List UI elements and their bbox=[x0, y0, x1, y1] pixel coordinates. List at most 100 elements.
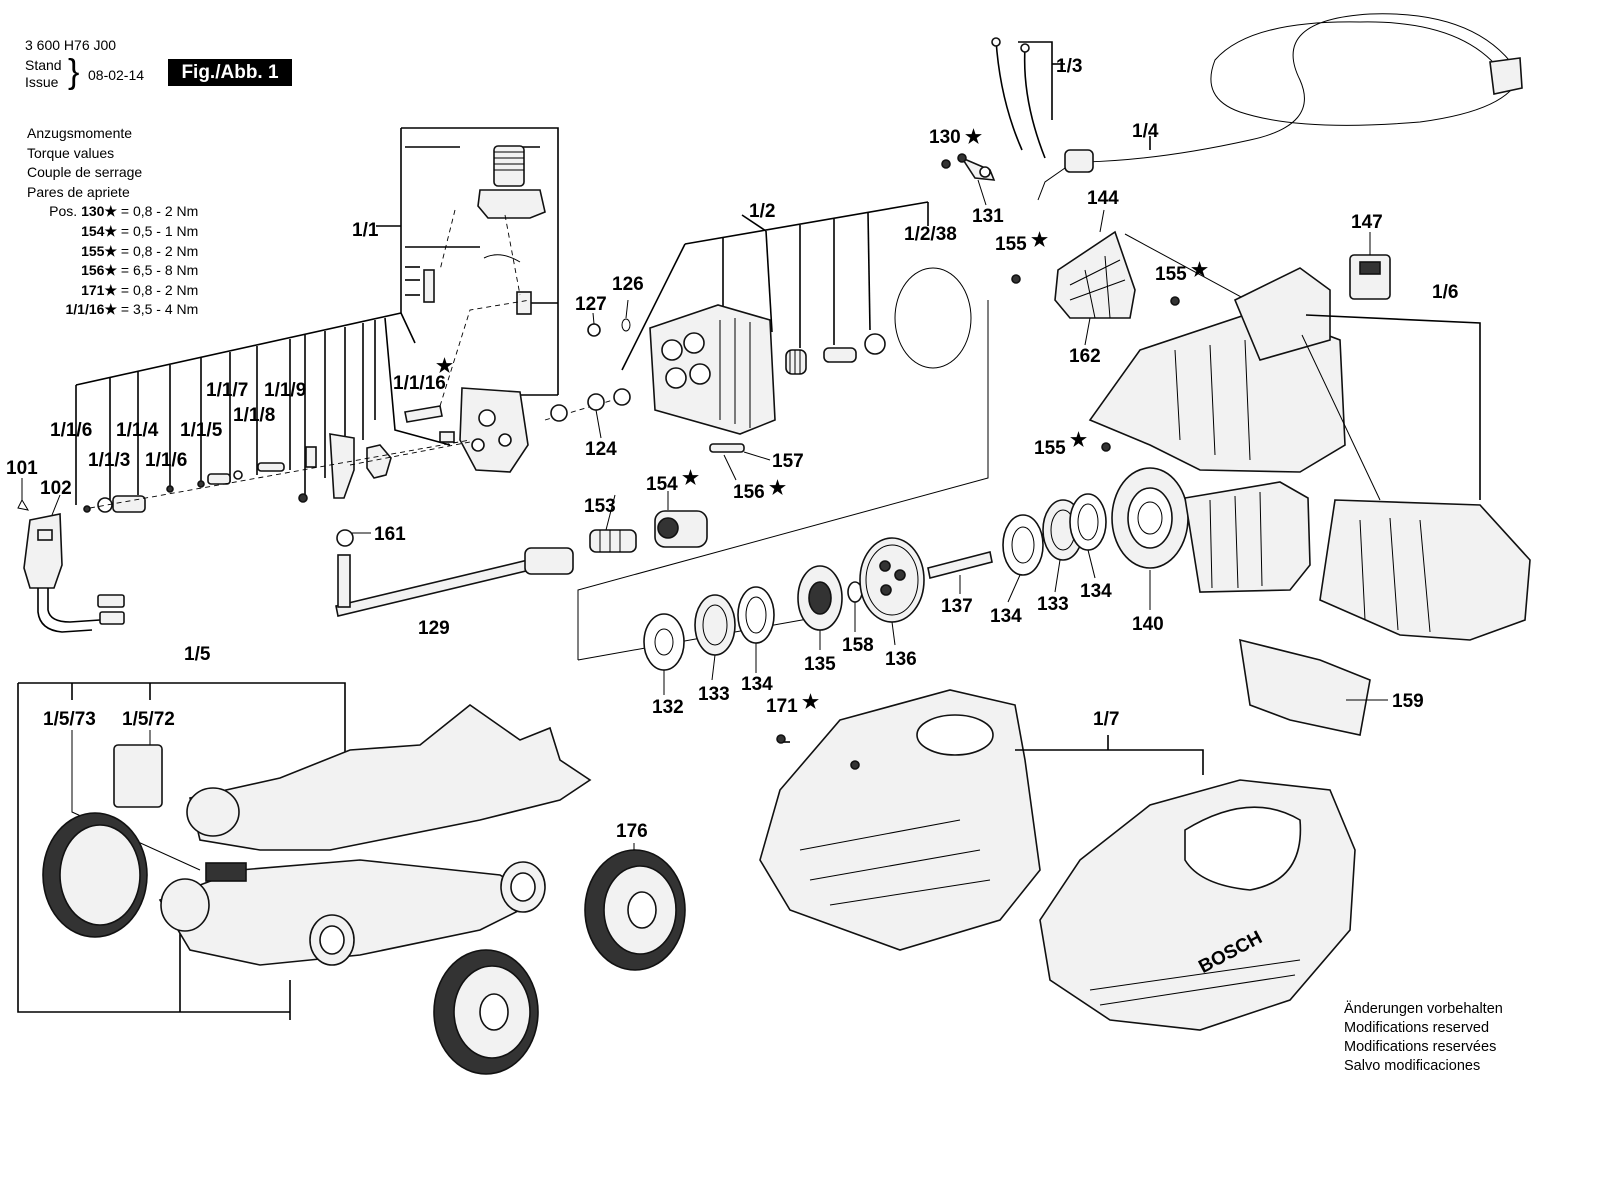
doc-number: 3 600 H76 J00 bbox=[25, 37, 117, 53]
star-icon: ★ bbox=[104, 222, 117, 239]
callout-1-1-6: 1/1/6 bbox=[50, 420, 92, 441]
torque-pos: 154 bbox=[81, 222, 105, 239]
torque-value: = 3,5 - 4 Nm bbox=[120, 301, 199, 318]
star-icon: ★ bbox=[802, 692, 819, 713]
callout-124: 124 bbox=[585, 439, 617, 460]
housing-1-6 bbox=[1088, 267, 1531, 736]
callout-130: 130 bbox=[929, 127, 961, 148]
torque-value: = 6,5 - 8 Nm bbox=[120, 262, 199, 279]
switch-assembly bbox=[17, 498, 125, 633]
callout-1-1-8: 1/1/8 bbox=[233, 405, 275, 426]
callout-134: 134 bbox=[1080, 581, 1112, 602]
star-icon: ★ bbox=[104, 301, 117, 318]
inlet-parts bbox=[83, 439, 471, 513]
group-1-5-bracket bbox=[17, 682, 346, 1013]
callout-1-6: 1/6 bbox=[1432, 282, 1458, 303]
star-icon: ★ bbox=[104, 281, 117, 298]
torque-pos-prefix: Pos. bbox=[49, 203, 78, 220]
notice-line: Modifications reserved bbox=[1344, 1020, 1490, 1036]
torque-pos: 155 bbox=[81, 242, 105, 259]
wheels bbox=[42, 812, 686, 1075]
torque-table: Anzugsmomente Torque values Couple de se… bbox=[27, 124, 198, 320]
star-icon: ★ bbox=[965, 127, 982, 148]
star-icon: ★ bbox=[769, 478, 786, 499]
callout-135: 135 bbox=[804, 654, 836, 675]
callout-155: 155 bbox=[995, 234, 1027, 255]
cables-1-3 bbox=[991, 37, 1065, 159]
callout-136: 136 bbox=[885, 649, 917, 670]
torque-pos: 1/1/16 bbox=[65, 301, 105, 318]
callout-1-7: 1/7 bbox=[1093, 709, 1119, 730]
pump-head-parts bbox=[305, 145, 621, 499]
callout-1-1-16: 1/1/16 bbox=[393, 373, 446, 394]
gear-train-parts bbox=[643, 493, 1107, 671]
torque-row: Pos. 130★ = 0,8 - 2 Nm bbox=[27, 202, 198, 222]
callout-1-5: 1/5 bbox=[184, 644, 211, 665]
issue-date: 08-02-14 bbox=[88, 67, 145, 83]
star-icon: ★ bbox=[1191, 260, 1208, 281]
notice-line: Salvo modificaciones bbox=[1344, 1058, 1481, 1074]
torque-row: 1/1/16★ = 3,5 - 4 Nm bbox=[27, 300, 199, 320]
power-cord-1-4 bbox=[1037, 13, 1523, 201]
notice-line: Änderungen vorbehalten bbox=[1344, 1001, 1503, 1017]
callout-1-1-7: 1/1/7 bbox=[206, 380, 248, 401]
callout-1-1-9: 1/1/9 bbox=[264, 380, 306, 401]
callout-137: 137 bbox=[941, 596, 973, 617]
torque-title-de: Anzugsmomente bbox=[27, 125, 133, 141]
torque-title-en: Torque values bbox=[27, 144, 115, 161]
callout-133: 133 bbox=[1037, 594, 1069, 615]
callout-144: 144 bbox=[1087, 188, 1119, 209]
callout-162: 162 bbox=[1069, 346, 1101, 367]
callout-176: 176 bbox=[616, 821, 648, 842]
callout-155: 155 bbox=[1034, 438, 1066, 459]
callout-154: 154 bbox=[646, 474, 678, 495]
stand-label: Stand bbox=[25, 57, 62, 73]
torque-row: 155★ = 0,8 - 2 Nm bbox=[27, 242, 198, 262]
callout-1-2-38: 1/2/38 bbox=[904, 224, 957, 245]
callout-134: 134 bbox=[990, 606, 1022, 627]
callout-101: 101 bbox=[6, 458, 38, 479]
motor-140 bbox=[1111, 467, 1311, 593]
callout-159: 159 bbox=[1392, 691, 1424, 712]
callout-134: 134 bbox=[741, 674, 773, 695]
modifications-notice: Änderungen vorbehalten Modifications res… bbox=[1344, 1000, 1503, 1076]
callout-131: 131 bbox=[972, 206, 1004, 227]
switch-147 bbox=[1349, 254, 1391, 300]
screws bbox=[298, 274, 1180, 744]
star-icon: ★ bbox=[1070, 430, 1087, 451]
cylinder-head-parts bbox=[550, 267, 972, 453]
cable-clamp bbox=[941, 153, 996, 181]
star-icon: ★ bbox=[436, 356, 453, 377]
callout-147: 147 bbox=[1351, 212, 1383, 233]
callout-1-5-73: 1/5/73 bbox=[43, 709, 96, 730]
torque-row: 171★ = 0,8 - 2 Nm bbox=[27, 281, 198, 301]
callout-1-1-4: 1/1/4 bbox=[116, 420, 159, 441]
torque-title-es: Pares de apriete bbox=[27, 183, 130, 200]
torque-value: = 0,5 - 1 Nm bbox=[120, 222, 199, 239]
callout-161: 161 bbox=[374, 524, 406, 545]
brace-icon: } bbox=[68, 53, 80, 91]
group-1-2-bracket bbox=[621, 201, 929, 371]
callout-153: 153 bbox=[584, 496, 616, 517]
callout-129: 129 bbox=[418, 618, 450, 639]
callout-1-1: 1/1 bbox=[352, 220, 379, 241]
torque-title-fr: Couple de serrage bbox=[27, 164, 143, 181]
notice-line: Modifications reservées bbox=[1344, 1039, 1497, 1055]
callout-126: 126 bbox=[612, 274, 644, 295]
callout-1-2: 1/2 bbox=[749, 201, 775, 222]
leader-lines bbox=[21, 179, 1388, 850]
star-icon: ★ bbox=[104, 242, 117, 259]
callout-158: 158 bbox=[842, 635, 874, 656]
group-1-1-bracket bbox=[75, 127, 559, 505]
torque-value: = 0,8 - 2 Nm bbox=[120, 203, 199, 220]
torque-value: = 0,8 - 2 Nm bbox=[120, 242, 199, 259]
torque-row: 154★ = 0,5 - 1 Nm bbox=[27, 222, 198, 242]
callout-132: 132 bbox=[652, 697, 684, 718]
callout-140: 140 bbox=[1132, 614, 1164, 635]
callout-1-1-5: 1/1/5 bbox=[180, 420, 223, 441]
star-icon: ★ bbox=[682, 468, 699, 489]
callout-133: 133 bbox=[698, 684, 730, 705]
callout-102: 102 bbox=[40, 478, 72, 499]
torque-value: = 0,8 - 2 Nm bbox=[120, 281, 199, 298]
